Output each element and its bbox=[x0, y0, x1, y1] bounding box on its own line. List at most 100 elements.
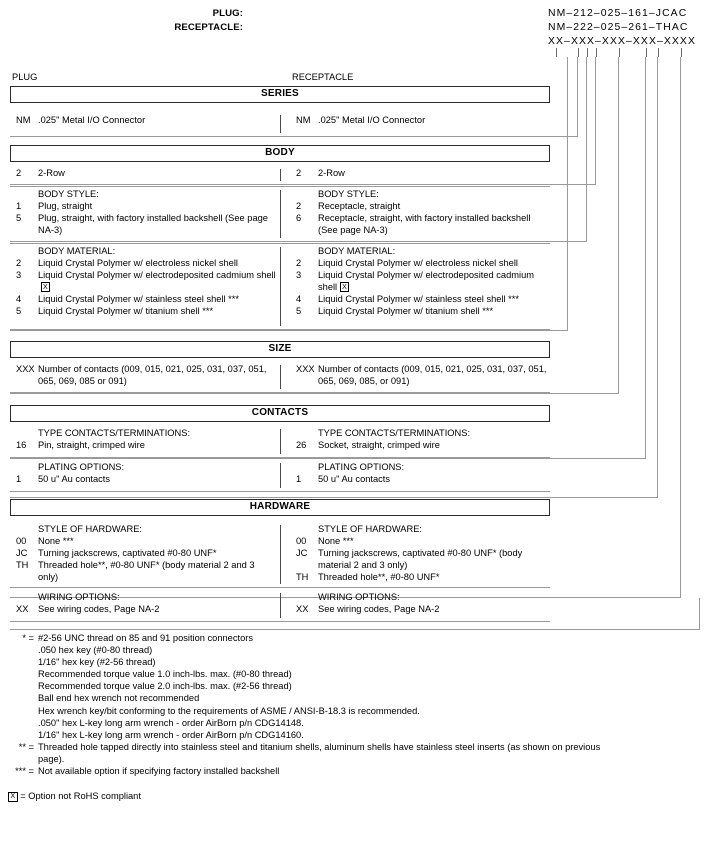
bracket-stem-size bbox=[618, 57, 619, 332]
option-row-body-row: 2 2-Row 2 2-Row bbox=[10, 166, 550, 184]
bracket-hardware-style bbox=[10, 498, 681, 598]
option-group-heading: BODY MATERIAL: bbox=[38, 246, 116, 256]
footnote-line: Not available option if specifying facto… bbox=[38, 766, 280, 777]
option-row-wiring: WIRING OPTIONS: XX See wiring codes, Pag… bbox=[10, 590, 550, 622]
option-text: .025" Metal I/O Connector bbox=[318, 115, 426, 125]
bracket-size bbox=[10, 331, 619, 394]
option-text: Liquid Crystal Polymer w/ stainless stee… bbox=[318, 294, 519, 304]
rohs-not-compliant-icon: X bbox=[8, 791, 18, 802]
option-code: XX bbox=[296, 604, 309, 614]
plug-part-number-value: NM–212–025–161–JCAC bbox=[548, 8, 688, 19]
option-col-receptacle-contacts-type: TYPE CONTACTS/TERMINATIONS: 26 Socket, s… bbox=[280, 426, 550, 457]
option-text: Turning jackscrews, captivated #0-80 UNF… bbox=[38, 548, 217, 558]
option-code: XX bbox=[16, 604, 29, 614]
bracket-body-row bbox=[10, 144, 596, 185]
option-code: 2 bbox=[296, 168, 302, 178]
option-text: Receptacle, straight bbox=[318, 201, 401, 211]
option-row-series: NM .025" Metal I/O Connector NM .025" Me… bbox=[10, 112, 550, 136]
bracket-contacts-type bbox=[10, 394, 646, 459]
option-group-heading: STYLE OF HARDWARE: bbox=[38, 524, 142, 534]
footnote-mark: * = bbox=[22, 633, 34, 643]
option-code: 00 bbox=[16, 536, 27, 546]
option-code: 1 bbox=[16, 201, 22, 211]
option-col-plug-body-style: BODY STYLE: 1 Plug, straight 5 Plug, str… bbox=[10, 187, 280, 241]
option-group-heading: BODY MATERIAL: bbox=[318, 246, 396, 256]
option-col-plug-body-row: 2 2-Row bbox=[10, 166, 280, 184]
option-col-receptacle-hardware-style: STYLE OF HARDWARE: 00 None *** JC Turnin… bbox=[280, 522, 550, 587]
footnote-rohs: X = Option not RoHS compliant bbox=[8, 790, 608, 802]
mask-tick-2 bbox=[578, 48, 579, 57]
option-col-receptacle-size: XXX Number of contacts (009, 015, 021, 0… bbox=[280, 362, 550, 392]
option-col-receptacle-body-material: BODY MATERIAL: 2 Liquid Crystal Polymer … bbox=[280, 244, 550, 329]
footnote-triple-star: *** = Not available option if specifying… bbox=[8, 765, 608, 777]
option-text: Receptacle, straight, with factory insta… bbox=[318, 213, 531, 235]
option-code: TH bbox=[16, 560, 29, 570]
option-group-heading: WIRING OPTIONS: bbox=[38, 592, 120, 602]
rohs-not-compliant-icon: X bbox=[340, 282, 349, 293]
footnote-single-star: * = #2-56 UNC thread on 85 and 91 positi… bbox=[8, 632, 608, 741]
option-row-contacts-type: TYPE CONTACTS/TERMINATIONS: 16 Pin, stra… bbox=[10, 426, 550, 458]
option-text: Number of contacts (009, 015, 021, 025, … bbox=[38, 364, 267, 386]
bracket-stem-body-style bbox=[586, 57, 587, 186]
option-code: 3 bbox=[16, 270, 22, 280]
option-col-receptacle-body-style: BODY STYLE: 2 Receptacle, straight 6 Rec… bbox=[280, 187, 550, 241]
bracket-stem-plating bbox=[657, 57, 658, 460]
option-group-heading: BODY STYLE: bbox=[318, 189, 379, 199]
option-text: 50 u" Au contacts bbox=[318, 474, 391, 484]
mask-tick-4 bbox=[596, 48, 597, 57]
footnote-line: Recommended torque value 2.0 inch-lbs. m… bbox=[38, 681, 292, 692]
option-code: TH bbox=[296, 572, 309, 582]
option-text: 2-Row bbox=[38, 168, 65, 178]
option-code: JC bbox=[296, 548, 308, 558]
mask-tick-8 bbox=[681, 48, 682, 57]
option-col-plug-wiring: WIRING OPTIONS: XX See wiring codes, Pag… bbox=[10, 590, 280, 621]
option-text: Socket, straight, crimped wire bbox=[318, 440, 440, 450]
option-text: None *** bbox=[318, 536, 354, 546]
option-code: XXX bbox=[16, 364, 35, 374]
option-group-heading: BODY STYLE: bbox=[38, 189, 99, 199]
section-title-hardware: HARDWARE bbox=[10, 499, 550, 516]
option-text: Liquid Crystal Polymer w/ electroless ni… bbox=[318, 258, 518, 268]
footnotes: * = #2-56 UNC thread on 85 and 91 positi… bbox=[8, 632, 608, 802]
bracket-body-material bbox=[10, 242, 568, 331]
option-col-plug-series: NM .025" Metal I/O Connector bbox=[10, 112, 280, 136]
option-code: XXX bbox=[296, 364, 315, 374]
option-col-plug-hardware-style: STYLE OF HARDWARE: 00 None *** JC Turnin… bbox=[10, 522, 280, 587]
part-number-header: PLUG: NM–212–025–161–JCAC RECEPTACLE: NM… bbox=[0, 4, 710, 62]
section-title-size: SIZE bbox=[10, 341, 550, 358]
option-col-receptacle-plating: PLATING OPTIONS: 1 50 u" Au contacts bbox=[280, 460, 550, 491]
option-col-plug-contacts-type: TYPE CONTACTS/TERMINATIONS: 16 Pin, stra… bbox=[10, 426, 280, 457]
column-caption-receptacle: RECEPTACLE bbox=[292, 72, 354, 82]
bracket-body-style bbox=[10, 185, 587, 242]
option-code: 00 bbox=[296, 536, 307, 546]
footnote-line: Ball end hex wrench not recommended bbox=[38, 693, 200, 704]
option-code: 2 bbox=[16, 258, 22, 268]
option-text: Pin, straight, crimped wire bbox=[38, 440, 145, 450]
option-code: 26 bbox=[296, 440, 307, 450]
option-code: 5 bbox=[16, 306, 22, 316]
option-text: Liquid Crystal Polymer w/ titanium shell… bbox=[318, 306, 494, 316]
rohs-not-compliant-icon: X bbox=[41, 282, 50, 293]
section-title-body: BODY bbox=[10, 145, 550, 162]
option-text: Plug, straight bbox=[38, 201, 93, 211]
option-text: See wiring codes, Page NA-2 bbox=[318, 604, 440, 614]
mask-tick-1 bbox=[556, 48, 557, 57]
footnote-line: = Option not RoHS compliant bbox=[20, 791, 141, 802]
option-code: 2 bbox=[296, 258, 302, 268]
mask-tick-6 bbox=[646, 48, 647, 57]
option-text: .025" Metal I/O Connector bbox=[38, 115, 146, 125]
option-text: Number of contacts (009, 015, 021, 025, … bbox=[318, 364, 547, 386]
part-number-mask: XX–XXX–XXX–XXX–XXXX bbox=[548, 36, 696, 47]
option-group-heading: PLATING OPTIONS: bbox=[38, 462, 125, 472]
part-number-mask-row: XX–XXX–XXX–XXX–XXXX bbox=[0, 35, 710, 49]
bracket-wiring bbox=[10, 598, 700, 630]
option-col-receptacle-series: NM .025" Metal I/O Connector bbox=[280, 112, 550, 136]
option-row-size: XXX Number of contacts (009, 015, 021, 0… bbox=[10, 362, 550, 393]
option-code: 16 bbox=[16, 440, 27, 450]
mask-tick-5 bbox=[619, 48, 620, 57]
section-title-series: SERIES bbox=[10, 86, 550, 103]
option-text: Threaded hole**, #0-80 UNF* bbox=[318, 572, 440, 582]
mask-tick-7 bbox=[658, 48, 659, 57]
option-col-plug-plating: PLATING OPTIONS: 1 50 u" Au contacts bbox=[10, 460, 280, 491]
option-text: 2-Row bbox=[318, 168, 345, 178]
